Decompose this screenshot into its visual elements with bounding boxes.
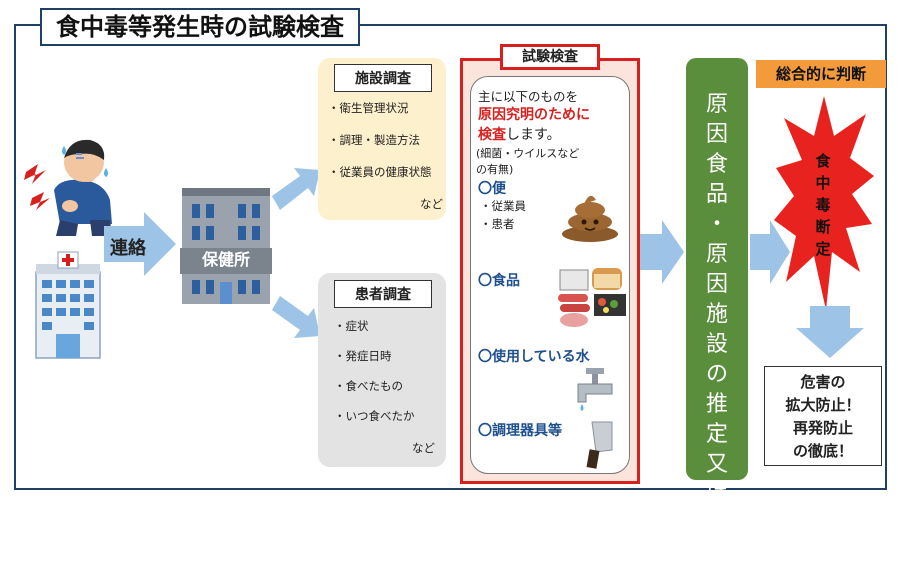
burst-char: 断 [815, 218, 831, 236]
estimation-char: 施 [705, 302, 728, 327]
estimation-text: 原 因 食 品 ・ 原 因 施 設 の 推 定 又 は 決 定 [686, 90, 748, 570]
prevention-line: の徹底！ [792, 442, 853, 460]
facility-survey-title: 施設調査 [334, 64, 432, 92]
prevention-box: 危害の 拡大防止！ 再発防止 の徹底！ [764, 366, 882, 466]
patient-survey-item: ・食べたもの [334, 379, 403, 393]
judgment-label: 総合的に判断 [756, 60, 886, 88]
testing-stool-item: ・従業員 [480, 199, 526, 213]
estimation-char: 原 [705, 242, 728, 267]
health-center-building-icon [180, 188, 272, 304]
estimation-char: 定 [705, 542, 728, 567]
food-icon [558, 268, 626, 327]
patient-survey-item: ・発症日時 [334, 349, 392, 363]
estimation-char: ・ [705, 212, 728, 237]
burst-text: 食 中 毒 断 定 [808, 150, 838, 260]
prevention-line: 危害の [800, 373, 846, 391]
testing-tag: 試験検査 [500, 44, 600, 70]
estimation-char: 又 [705, 452, 728, 477]
patient-survey-item: ・いつ食べたか [334, 409, 415, 423]
estimation-char: 品 [705, 182, 728, 207]
estimation-char: 原 [705, 92, 728, 117]
testing-intro-action: 検査します。 [478, 124, 561, 144]
estimation-char: 因 [705, 272, 728, 297]
facility-survey-item: ・従業員の健康状態 [328, 165, 432, 179]
estimation-char: 決 [705, 512, 728, 537]
knife-icon [586, 421, 613, 469]
arrow-to-estimation [640, 220, 684, 284]
prevention-line: 再発防止 [792, 419, 853, 437]
testing-stool-heading: 〇便 [478, 181, 506, 197]
testing-intro-emphasis: 検査 [478, 127, 506, 143]
testing-intro-note: (細菌・ウイルスなど [476, 147, 580, 160]
burst-char: 定 [815, 240, 831, 258]
hospital-icon [35, 251, 101, 359]
patient-survey-item: ・症状 [334, 319, 369, 333]
estimation-bar [686, 58, 748, 480]
burst-char: 中 [815, 174, 831, 192]
contact-label: 連絡 [110, 238, 146, 259]
burst-char: 食 [815, 152, 831, 170]
arrow-to-patient-survey [272, 296, 320, 338]
prevention-line: 拡大防止！ [785, 396, 861, 414]
estimation-char: の [705, 362, 728, 387]
health-center-sign: 保健所 [201, 250, 250, 269]
arrow-to-judgment [750, 220, 790, 284]
testing-intro-line: 主に以下のものを [478, 89, 579, 104]
patient-survey-etc: など [412, 441, 435, 455]
testing-intro-emphasis: 原因究明のために [478, 107, 590, 123]
estimation-char: 設 [705, 332, 728, 357]
testing-utensils-heading: 〇調理器具等 [478, 423, 562, 439]
patient-survey-title: 患者調査 [334, 280, 432, 308]
sick-person-icon [24, 139, 112, 236]
facility-survey-etc: など [420, 197, 443, 211]
testing-intro-suffix: します。 [506, 127, 561, 143]
estimation-char: 定 [705, 422, 728, 447]
estimation-char: は [705, 482, 728, 507]
testing-stool-item: ・患者 [480, 217, 515, 231]
estimation-char: 因 [705, 122, 728, 147]
page-title: 食中毒等発生時の試験検査 [40, 8, 360, 46]
stool-icon [562, 195, 618, 242]
testing-water-heading: 〇使用している水 [478, 349, 590, 365]
testing-intro-note: の有無) [476, 163, 514, 176]
facility-survey-item: ・調理・製造方法 [328, 133, 420, 147]
burst-icon [774, 96, 874, 310]
arrow-to-facility-survey [272, 168, 320, 210]
estimation-char: 推 [705, 392, 728, 417]
burst-char: 毒 [815, 196, 831, 214]
facility-survey-item: ・衛生管理状況 [328, 101, 409, 115]
arrow-to-prevention [796, 306, 864, 358]
estimation-char: 食 [705, 152, 728, 177]
testing-food-heading: 〇食品 [478, 273, 520, 289]
contact-arrow [104, 212, 176, 276]
diagram-frame [14, 24, 887, 490]
faucet-icon [577, 368, 613, 411]
